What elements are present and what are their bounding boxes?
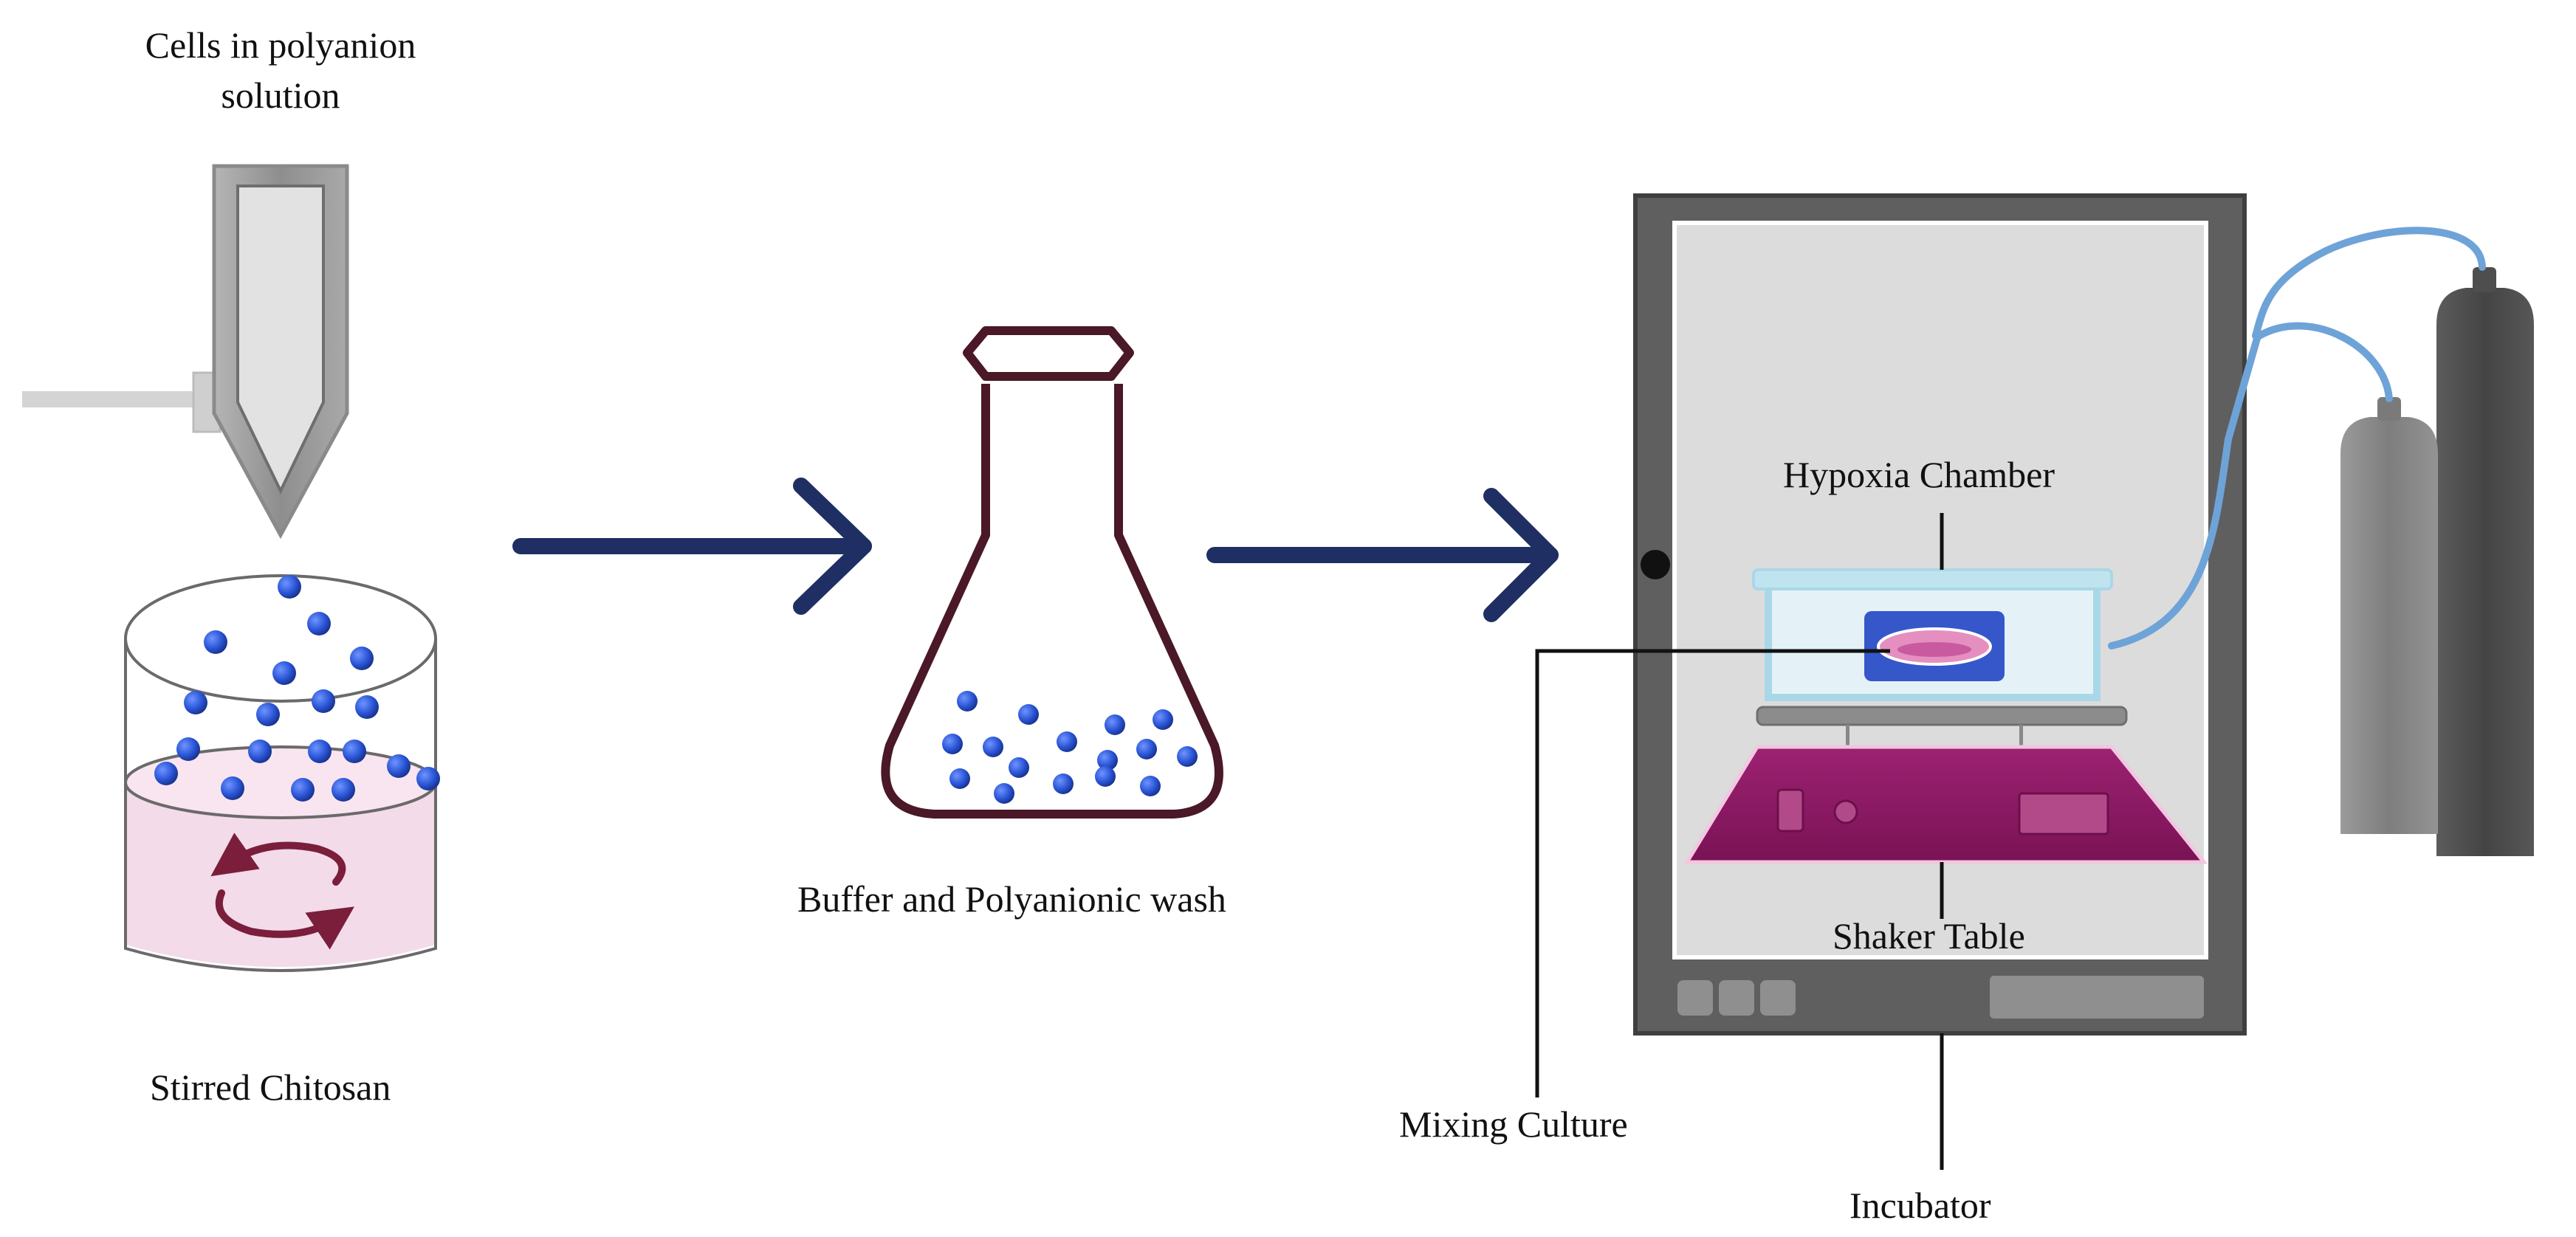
incubator-label: Incubator: [1849, 1185, 1991, 1226]
bead: [307, 612, 331, 635]
bead: [1095, 766, 1116, 787]
bead: [184, 691, 207, 714]
bead: [176, 737, 200, 761]
bead: [994, 783, 1014, 804]
bead: [1057, 731, 1077, 752]
bead: [1105, 714, 1125, 735]
bead: [272, 661, 296, 685]
bead: [332, 778, 355, 802]
bead: [942, 734, 963, 754]
bead: [1153, 709, 1173, 730]
bead: [1009, 757, 1029, 778]
bead: [355, 695, 379, 719]
shaker-table: [1683, 706, 2208, 864]
bead: [1136, 739, 1157, 759]
syringe-tube-icon: [22, 164, 349, 540]
bead: [350, 647, 374, 670]
arrow-right-icon: [512, 478, 872, 615]
gas-tubing: [2108, 227, 2486, 649]
flask-beads: [942, 691, 1198, 804]
culture-dish: [1864, 611, 2005, 681]
bead: [291, 778, 315, 802]
bead: [204, 630, 227, 654]
bead: [312, 689, 335, 713]
bead: [248, 740, 272, 763]
bead: [1018, 704, 1039, 725]
bead: [387, 754, 411, 778]
bead: [1053, 773, 1074, 794]
bead: [154, 762, 178, 785]
bead: [343, 740, 366, 763]
bead: [1177, 746, 1198, 767]
bead: [1140, 776, 1161, 796]
mixing-culture-label: Mixing Culture: [1399, 1103, 1628, 1145]
cells-label-line2: solution: [221, 74, 340, 116]
bead: [278, 575, 301, 599]
bead: [416, 767, 440, 790]
flask-icon: [881, 326, 1223, 819]
hypoxia-chamber-label: Hypoxia Chamber: [1783, 454, 2055, 495]
shaker-table-label: Shaker Table: [1833, 915, 2025, 957]
bead: [256, 703, 280, 726]
beaker-icon: [124, 574, 437, 972]
bead: [221, 776, 244, 800]
stirred-chitosan-label: Stirred Chitosan: [150, 1067, 391, 1108]
cells-label-line1: Cells in polyanion: [145, 24, 416, 66]
bead: [983, 737, 1003, 757]
buffer-wash-label: Buffer and Polyanionic wash: [797, 878, 1226, 920]
bead: [957, 691, 978, 711]
leader-lines: [1535, 513, 1944, 1170]
bead: [1097, 750, 1118, 771]
bead: [949, 768, 970, 789]
bead: [308, 740, 332, 763]
beaker-beads: [154, 575, 440, 802]
gas-cylinder-icon: [2340, 267, 2534, 856]
arrow-right-icon: [1206, 488, 1559, 622]
stir-arrows: [210, 833, 354, 950]
cells-label: Cells in polyanion solution: [103, 21, 458, 120]
